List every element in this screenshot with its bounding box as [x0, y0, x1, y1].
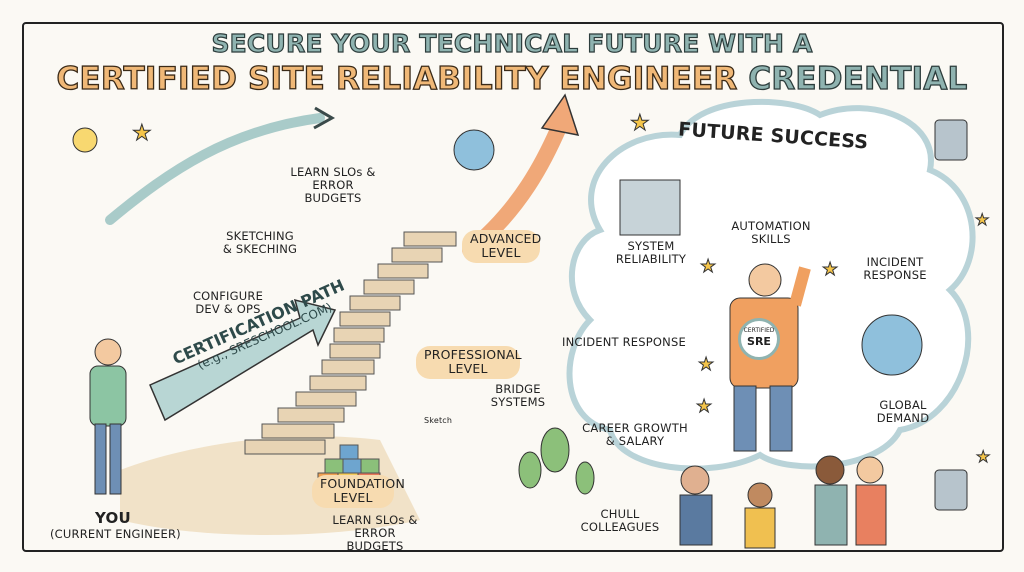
certification-path-arrow: [149, 298, 337, 422]
robot-icon: [934, 119, 968, 161]
stars: ★ ★ ★ ★ ★ ★ ★ ★: [132, 111, 991, 467]
staircase: [244, 231, 457, 455]
swoosh-arrow: [105, 113, 325, 225]
title-line-2: CERTIFIED SITE RELIABILITY ENGINEER CRED…: [0, 61, 1024, 98]
globe-icon: [453, 129, 495, 171]
svg-text:★: ★: [132, 121, 152, 146]
future-global-demand: GLOBAL DEMAND: [876, 398, 930, 426]
globe-icon: [861, 314, 923, 376]
label-configure: CONFIGURE DEV & OPS: [192, 289, 264, 317]
label-bridge-systems: BRIDGE SYSTEMS: [490, 382, 546, 410]
title-highlight: CERTIFIED SITE RELIABILITY ENGINEER: [56, 61, 738, 98]
svg-text:★: ★: [696, 396, 712, 417]
title-credential: CREDENTIAL: [748, 61, 968, 98]
badge-sre-text: SRE: [747, 335, 771, 348]
label-sketching: SKETCHING & SKECHING: [222, 229, 298, 257]
building-icon: [619, 179, 681, 236]
label-current-engineer: (CURRENT ENGINEER): [50, 527, 181, 541]
swoosh-arrow-head: [313, 106, 336, 130]
level-foundation: FOUNDATION LEVEL: [312, 475, 405, 508]
svg-text:★: ★: [630, 111, 650, 136]
svg-text:★: ★: [698, 354, 714, 375]
colleagues: [679, 455, 887, 549]
svg-text:★: ★: [976, 447, 990, 466]
svg-text:★: ★: [822, 259, 838, 280]
badge-certified-text: CERTIFIED: [743, 327, 775, 334]
label-you: YOU: [95, 509, 131, 527]
future-automation-skills: AUTOMATION SKILLS: [731, 219, 811, 247]
trees: [518, 427, 595, 495]
growth-arrow-head: [540, 93, 580, 136]
label-learn-slos-bottom: LEARN SLOs & ERROR BUDGETS: [332, 513, 418, 554]
level-professional: PROFESSIONAL LEVEL: [416, 346, 522, 379]
label-colleagues: CHULL COLLEAGUES: [580, 507, 660, 535]
future-incident-response-right: INCIDENT RESPONSE: [863, 255, 927, 283]
lightbulb-icon: [72, 127, 98, 153]
future-career-growth: CAREER GROWTH & SALARY: [582, 421, 688, 449]
robot-icon: [934, 469, 968, 511]
you-figure: [89, 338, 127, 495]
illustration-frame: [22, 22, 1004, 552]
whiteboard-text: Sketch: [424, 416, 453, 425]
svg-text:★: ★: [975, 210, 989, 229]
label-learn-slos-top: LEARN SLOs & ERROR BUDGETS: [290, 165, 376, 206]
certified-sre-badge: CERTIFIED SRE: [738, 318, 780, 360]
future-incident-response-left: INCIDENT RESPONSE: [562, 335, 686, 349]
title-line-1: SECURE YOUR TECHNICAL FUTURE WITH A: [211, 29, 813, 59]
svg-text:★: ★: [700, 256, 716, 277]
future-system-reliability: SYSTEM RELIABILITY: [615, 239, 687, 267]
level-advanced: ADVANCED LEVEL: [462, 230, 541, 263]
